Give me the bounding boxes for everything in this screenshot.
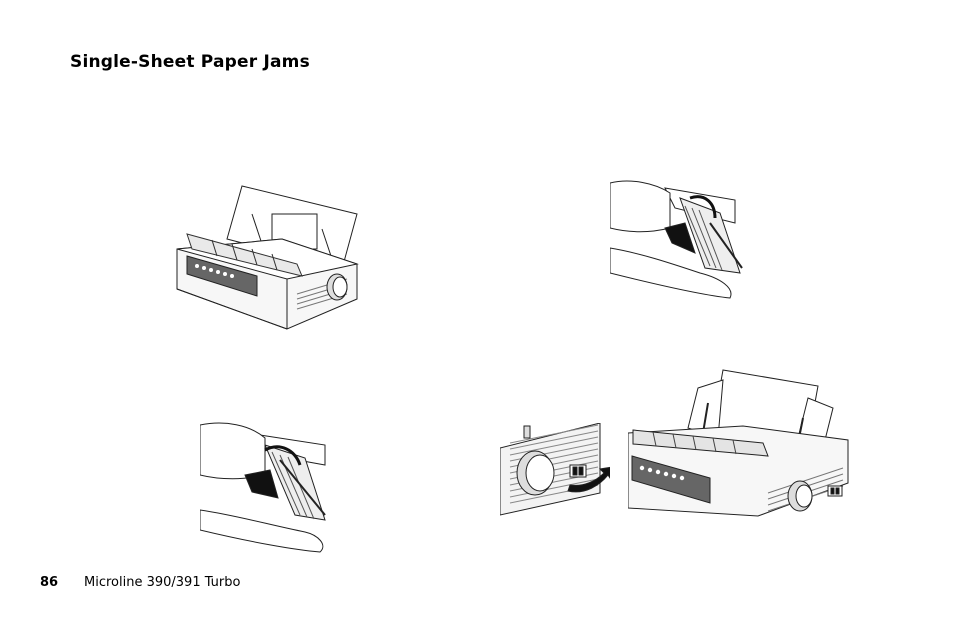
hands-illustration-1 bbox=[610, 178, 745, 310]
printer-illustration-2 bbox=[628, 368, 856, 518]
page-title: Single-Sheet Paper Jams bbox=[70, 52, 310, 72]
knob-illustration bbox=[500, 423, 610, 517]
page-number: 86 bbox=[40, 575, 84, 590]
hands-illustration-2 bbox=[200, 420, 330, 558]
printer-illustration-1 bbox=[172, 184, 364, 332]
product-name: Microline 390/391 Turbo bbox=[84, 575, 240, 590]
